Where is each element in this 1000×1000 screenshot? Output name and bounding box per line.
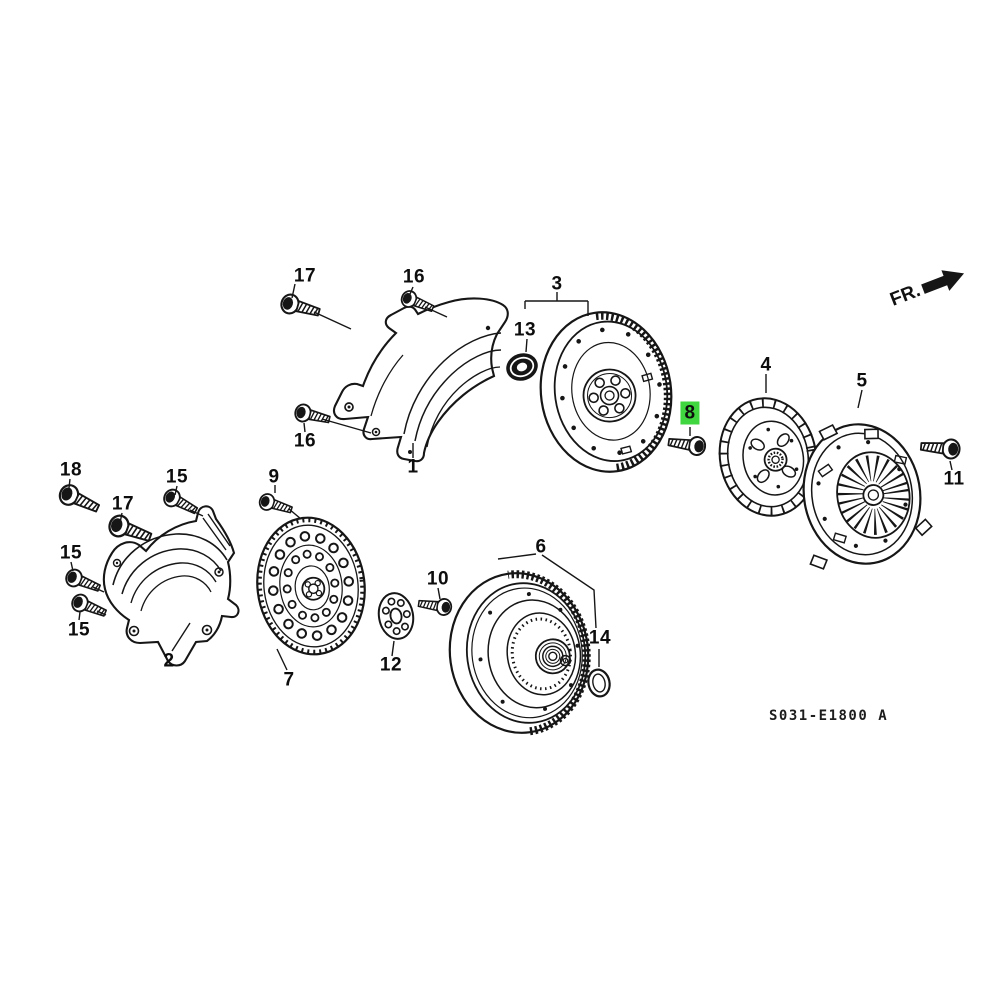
callout-leader-lines — [68, 283, 953, 671]
callout-15-a[interactable]: 15 — [165, 466, 189, 488]
callout-11[interactable]: 11 — [943, 468, 965, 490]
callout-3[interactable]: 3 — [551, 273, 563, 295]
callout-12[interactable]: 12 — [379, 654, 403, 676]
callout-6[interactable]: 6 — [535, 536, 547, 558]
part-14-o-ring — [587, 668, 611, 698]
callout-15-c[interactable]: 15 — [67, 619, 91, 641]
part-3-flywheel — [539, 311, 673, 473]
callout-10[interactable]: 10 — [426, 568, 450, 590]
callout-16-top[interactable]: 16 — [402, 266, 426, 288]
part-12-washer — [377, 592, 415, 640]
part-4-clutch-disk — [718, 397, 818, 517]
diagram-code: S031-E1800 A — [769, 708, 889, 724]
callout-7[interactable]: 7 — [283, 669, 295, 691]
part-2-torque-converter-case-cover — [102, 505, 240, 667]
part-1-clutch-case-cover — [332, 297, 509, 463]
part-5-pressure-plate — [802, 423, 933, 570]
part-6-torque-converter — [448, 570, 591, 736]
callout-13[interactable]: 13 — [513, 319, 537, 341]
callout-4[interactable]: 4 — [760, 354, 772, 376]
callout-5[interactable]: 5 — [856, 370, 868, 392]
part-7-drive-plate — [256, 516, 366, 656]
part-13-bearing — [506, 353, 538, 381]
callout-9[interactable]: 9 — [268, 466, 280, 488]
callout-8[interactable]: 8 — [680, 401, 700, 425]
callout-17-left[interactable]: 17 — [111, 493, 135, 515]
callout-15-b[interactable]: 15 — [59, 542, 83, 564]
callout-14[interactable]: 14 — [588, 627, 612, 649]
callout-17-top[interactable]: 17 — [293, 265, 317, 287]
callout-1[interactable]: 1 — [407, 456, 419, 478]
callout-18[interactable]: 18 — [59, 459, 83, 481]
fr-arrow-icon — [921, 270, 965, 294]
callout-2[interactable]: 2 — [163, 650, 175, 672]
callout-16-left[interactable]: 16 — [293, 430, 317, 452]
